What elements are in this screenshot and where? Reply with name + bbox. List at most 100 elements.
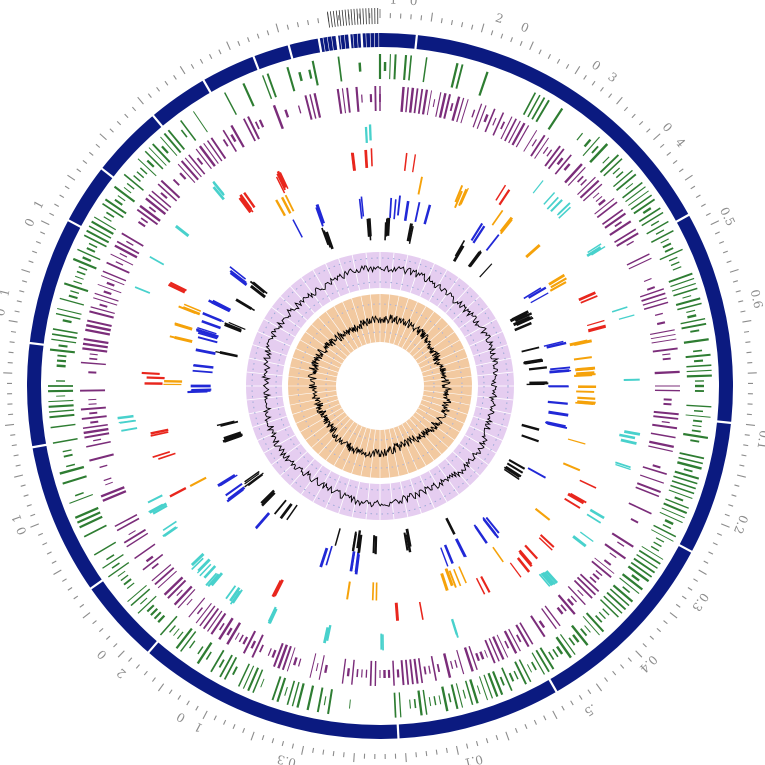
forward-gene — [671, 282, 696, 292]
tick-label: 1 — [31, 198, 47, 211]
reverse-gene — [106, 281, 115, 287]
forward-gene — [450, 684, 459, 710]
reverse-gene — [226, 622, 242, 645]
forward-gene — [628, 190, 649, 206]
reverse-gene — [180, 160, 199, 181]
scale-tick — [32, 250, 38, 254]
scale-tick — [247, 37, 250, 43]
gc-gridline — [399, 481, 409, 518]
gc-skew-gridline — [351, 298, 367, 345]
feature-mark — [150, 428, 169, 435]
feature-mark — [588, 326, 606, 333]
feature-mark — [403, 532, 409, 551]
reverse-gene — [336, 88, 343, 114]
reverse-gene — [609, 220, 632, 236]
feature-mark — [527, 467, 546, 479]
feature-mark — [564, 497, 581, 509]
forward-gene — [70, 290, 80, 295]
forward-gene — [690, 439, 700, 443]
reverse-gene — [313, 92, 322, 118]
feature-mark — [189, 476, 207, 488]
reverse-gene — [417, 88, 424, 114]
feature-mark — [367, 218, 372, 237]
reverse-gene — [443, 94, 452, 119]
reverse-gene — [114, 244, 138, 259]
feature-mark — [423, 204, 432, 225]
scale-tick — [143, 670, 148, 676]
forward-gene — [659, 248, 683, 261]
reverse-gene — [400, 660, 405, 686]
reverse-gene — [83, 427, 109, 435]
gc-gridline — [475, 357, 512, 367]
contig-break — [88, 578, 105, 591]
forward-gene — [636, 553, 658, 569]
reverse-gene — [140, 217, 149, 224]
forward-gene — [49, 413, 75, 419]
scale-tick — [455, 745, 459, 755]
feature-mark — [219, 352, 238, 358]
forward-gene — [663, 502, 688, 514]
feature-mark — [232, 589, 243, 604]
gc-skew-dotted-ring — [297, 303, 463, 469]
scale-tick — [218, 49, 222, 55]
contig-break — [27, 341, 46, 347]
forward-gene — [622, 181, 643, 199]
forward-gene — [223, 92, 237, 116]
forward-gene — [296, 683, 305, 708]
feature-mark — [199, 563, 212, 577]
feature-mark — [403, 152, 408, 171]
scale-tick — [612, 670, 617, 676]
forward-gene — [139, 597, 148, 605]
feature-mark — [491, 209, 504, 226]
reverse-gene — [89, 357, 98, 361]
feature-mark — [543, 192, 556, 205]
gc-gridline — [475, 405, 512, 415]
reverse-gene — [591, 560, 612, 578]
feature-mark — [150, 431, 169, 437]
contig-break — [66, 218, 83, 229]
scale-tick — [88, 151, 94, 156]
forward-gene — [69, 493, 94, 504]
contig-break — [547, 677, 559, 694]
feature-mark — [414, 202, 421, 222]
scale-tick — [480, 23, 485, 33]
forward-gene — [237, 663, 250, 687]
scale-tick — [631, 113, 636, 119]
reverse-gene — [663, 402, 672, 406]
reverse-gene — [560, 604, 567, 612]
scale-tick — [67, 174, 76, 181]
reverse-gene — [99, 464, 108, 469]
contig-break — [352, 32, 355, 51]
forward-gene — [661, 507, 685, 519]
reverse-gene — [504, 640, 510, 649]
feature-mark — [162, 520, 177, 532]
reverse-gene — [428, 665, 431, 674]
scale-tick — [250, 731, 255, 741]
reverse-gene — [90, 420, 99, 424]
forward-gene — [606, 591, 627, 611]
forward-gene — [447, 693, 452, 703]
scale-tick — [712, 542, 718, 546]
forward-gene — [196, 641, 213, 665]
scale-tick — [37, 532, 43, 536]
feature-mark — [548, 273, 566, 286]
feature-mark — [147, 494, 163, 504]
reverse-gene — [176, 589, 183, 597]
reverse-gene — [210, 137, 227, 160]
forward-gene — [167, 129, 186, 151]
forward-gene — [93, 216, 117, 231]
scale-tick — [729, 268, 739, 273]
forward-gene — [152, 143, 171, 163]
gc-gridline — [263, 434, 296, 454]
contig-break — [677, 543, 694, 554]
scale-tick — [510, 37, 513, 43]
scale-tick — [256, 33, 260, 39]
forward-gene — [612, 169, 633, 188]
forward-genes-track — [48, 54, 712, 718]
forward-gene — [51, 338, 77, 344]
feature-mark — [229, 590, 241, 605]
gc-skew-gridline — [288, 390, 337, 396]
reverse-gene — [188, 597, 206, 618]
reverse-gene — [267, 648, 272, 656]
